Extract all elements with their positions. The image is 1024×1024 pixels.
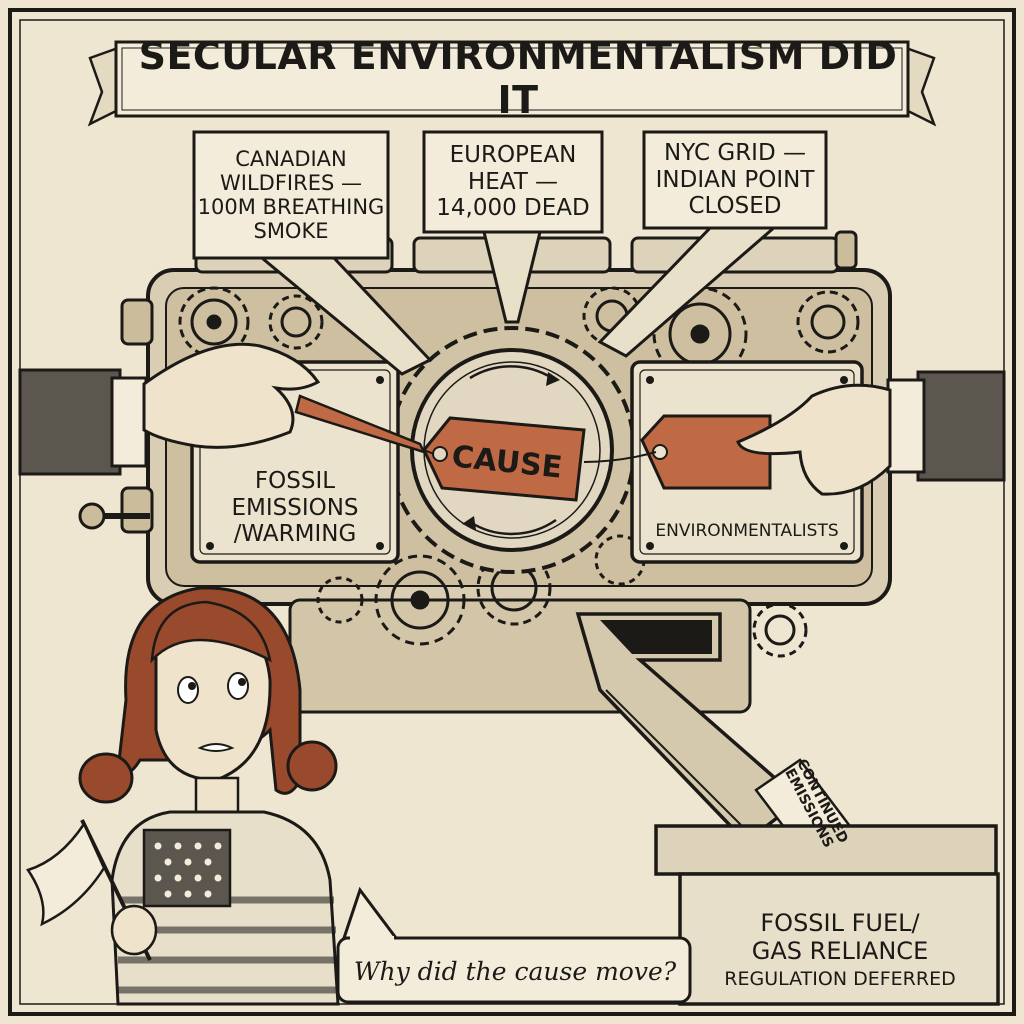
girl-character bbox=[26, 586, 340, 1006]
right-panel-label: ENVIRONMENTALISTS bbox=[655, 521, 839, 542]
card-grid: NYC GRID — INDIAN POINT CLOSED bbox=[655, 140, 815, 220]
event-cards bbox=[192, 130, 828, 260]
bin-label-sub: REGULATION DEFERRED bbox=[724, 967, 956, 990]
page-title: SECULAR ENVIRONMENTALISM DID IT bbox=[138, 34, 898, 122]
card-wildfires: CANADIAN WILDFIRES — 100M BREATHING SMOK… bbox=[197, 146, 385, 244]
bin-label-main: FOSSIL FUEL/ GAS RELIANCE bbox=[751, 909, 929, 965]
speech-bubble bbox=[336, 886, 692, 1004]
left-hand bbox=[18, 342, 427, 476]
speech-text: Why did the cause move? bbox=[353, 956, 677, 986]
output-chute bbox=[575, 612, 803, 845]
bin-label: FOSSIL FUEL/ GAS RELIANCE REGULATION DEF… bbox=[690, 902, 990, 998]
card-heat: EUROPEAN HEAT — 14,000 DEAD bbox=[436, 142, 590, 222]
bin bbox=[654, 824, 1000, 1006]
cause-tag-label: CAUSE bbox=[450, 438, 564, 486]
left-panel-label: FOSSIL EMISSIONS /WARMING bbox=[231, 468, 359, 548]
right-hand bbox=[736, 370, 1006, 496]
title-banner bbox=[87, 40, 937, 127]
